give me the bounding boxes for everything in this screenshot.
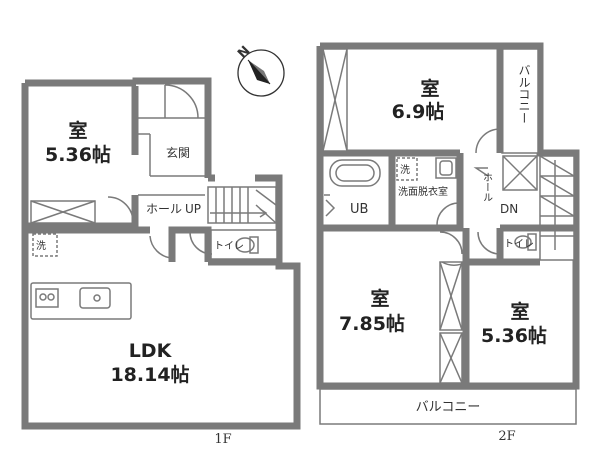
toilet-2f-fixture	[514, 233, 537, 251]
stairs-1f	[207, 186, 277, 224]
hall-label-2f: ホール	[481, 172, 493, 202]
ldk-name: LDK	[129, 340, 173, 362]
floor1-label: 1F	[214, 432, 231, 447]
room-sw-size: 7.85帖	[339, 312, 405, 335]
balcony-south-label: バルコニー	[416, 400, 481, 415]
entrance-label: 玄関	[166, 145, 190, 160]
toilet-1f-fixture	[235, 236, 259, 254]
washer-mark-1f: 洗	[36, 240, 46, 252]
toilet-label-2f: トイレ	[504, 239, 534, 250]
hall-label-1f: ホール	[146, 202, 182, 216]
room-north-size: 6.9帖	[392, 100, 445, 123]
down-label: DN	[500, 202, 518, 216]
room-west-name: 室	[68, 119, 87, 142]
room-se-name: 室	[510, 300, 529, 323]
washer-mark-2f: 洗	[400, 164, 410, 176]
stairs-2f	[539, 155, 575, 261]
first-floor: 洗 室 5.36帖 玄関 ホール UP トイレ LDK 18.14帖 1F	[21, 77, 301, 447]
washroom-label: 洗面脱衣室	[398, 185, 448, 198]
bath-label: UB	[350, 202, 368, 217]
room-se-size: 5.36帖	[481, 324, 547, 347]
room-west-size: 5.36帖	[45, 143, 111, 166]
compass-north-label: N	[235, 43, 253, 61]
ldk-size: 18.14帖	[110, 363, 189, 386]
second-floor: 洗	[316, 42, 580, 444]
room-sw-name: 室	[370, 287, 389, 310]
floor2-label: 2F	[498, 429, 515, 444]
compass-icon: N	[235, 43, 285, 97]
up-label: UP	[185, 202, 201, 216]
balcony-east-label: バルコニー	[517, 64, 531, 124]
room-north-name: 室	[420, 77, 439, 100]
kitchen-counter	[30, 282, 132, 320]
toilet-label-1f: トイレ	[214, 241, 244, 252]
